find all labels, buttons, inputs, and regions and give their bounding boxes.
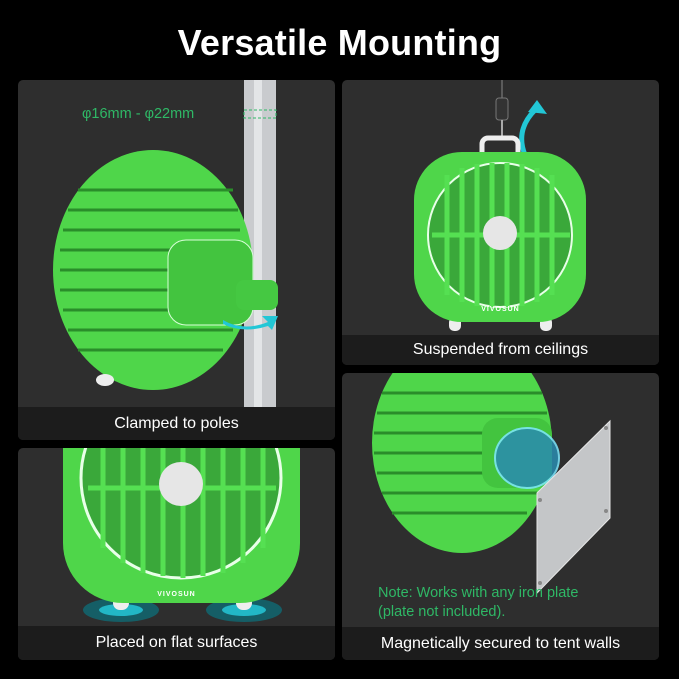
pole-diameter-annotation: φ16mm - φ22mm <box>82 106 195 122</box>
fan-on-pole-illustration <box>53 80 278 408</box>
panel-magnetically-secured: Note: Works with any iron plate (plate n… <box>342 373 659 660</box>
caption-placed-on-flat-surfaces: Placed on flat surfaces <box>18 626 335 660</box>
brand-logo: VIVOSUN <box>157 591 196 598</box>
caption-suspended-from-ceilings: Suspended from ceilings <box>342 335 659 365</box>
magnetic-mount-illustration <box>372 373 611 595</box>
page-title: Versatile Mounting <box>177 22 502 63</box>
panel-suspended-from-ceilings: VIVOSUN Suspended from ceilings <box>342 80 659 365</box>
brand-logo: VIVOSUN <box>481 306 520 313</box>
panel-placed-on-flat-surfaces: VIVOSUN Placed on flat surfaces <box>18 448 335 660</box>
iron-plate-note-line2: (plate not included). <box>378 604 506 620</box>
caption-magnetically-secured: Magnetically secured to tent walls <box>342 627 659 660</box>
caption-clamped-to-poles: Clamped to poles <box>18 407 335 440</box>
panel-clamped-to-poles: φ16mm - φ22mm Clamped to poles <box>18 80 335 440</box>
iron-plate-note-line1: Note: Works with any iron plate <box>378 585 579 601</box>
hanging-fan-illustration <box>414 80 586 331</box>
fan-on-surface-illustration <box>63 448 300 622</box>
